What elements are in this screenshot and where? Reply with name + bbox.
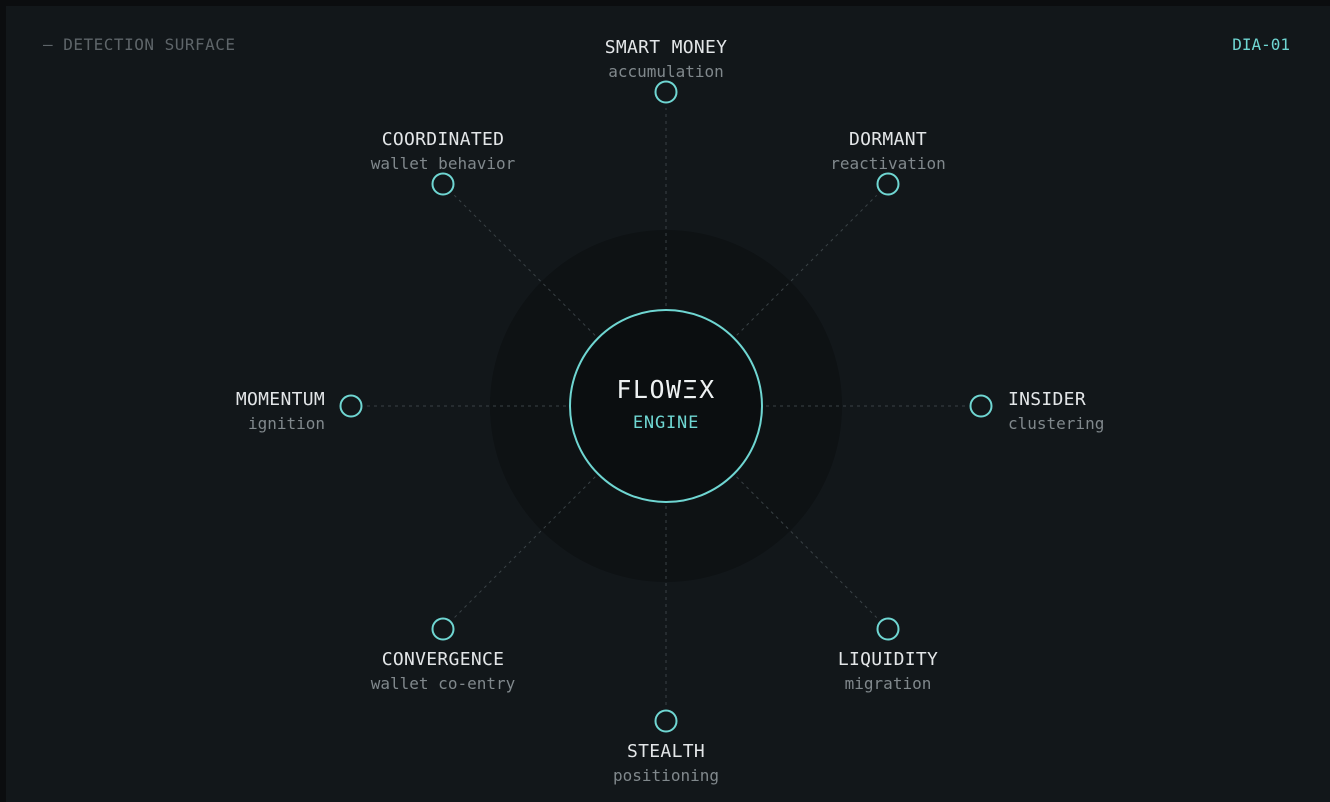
node-subtitle: positioning [613,766,719,785]
spoke-liquidity [736,476,878,619]
engine-core [569,309,763,503]
node-title: INSIDER [1008,389,1086,410]
node-title: SMART MONEY [604,37,728,58]
spokes [367,108,965,705]
node-subtitle: wallet co-entry [370,674,516,693]
node-dormant: DORMANT reactivation [830,131,946,172]
node-title: LIQUIDITY [837,649,939,670]
node-coordinated: COORDINATED wallet behavior [371,131,516,172]
node-title: CONVERGENCE [381,649,505,670]
node-smart-money: SMART MONEY accumulation [605,39,728,80]
engine-brand: FLOWΞX [616,375,716,404]
spoke-dormant [736,194,878,336]
node-convergence: CONVERGENCE wallet co-entry [371,651,516,692]
node-title: STEALTH [627,741,705,762]
node-marker-smart-money [654,80,678,104]
node-subtitle: ignition [247,414,325,433]
node-insider: INSIDER clustering [1008,391,1104,432]
node-markers [339,80,993,733]
diagram-id: DIA-01 [1232,35,1290,54]
node-marker-coordinated [431,172,455,196]
node-liquidity: LIQUIDITY migration [838,651,938,692]
node-subtitle: clustering [1008,414,1105,433]
engine-label: FLOWΞX ENGINE [616,377,715,432]
node-subtitle: accumulation [608,62,724,81]
node-marker-insider [969,394,993,418]
node-marker-momentum [339,394,363,418]
node-marker-convergence [431,617,455,641]
node-title: COORDINATED [381,129,505,150]
node-subtitle: wallet behavior [370,154,516,173]
section-label: — DETECTION SURFACE [43,35,236,54]
spoke-coordinated [453,194,596,336]
diagram-canvas [339,80,993,733]
node-marker-stealth [654,709,678,733]
spoke-convergence [453,476,596,619]
node-marker-dormant [876,172,900,196]
diagram-panel: — DETECTION SURFACE DIA-01 FLOWΞX ENGINE… [6,6,1330,802]
node-subtitle: reactivation [830,154,946,173]
node-subtitle: migration [844,674,932,693]
node-title: DORMANT [849,129,927,150]
node-stealth: STEALTH positioning [613,743,719,784]
node-marker-liquidity [876,617,900,641]
node-momentum: MOMENTUM ignition [236,391,325,432]
engine-caption: ENGINE [632,413,700,433]
node-title: MOMENTUM [235,389,325,410]
